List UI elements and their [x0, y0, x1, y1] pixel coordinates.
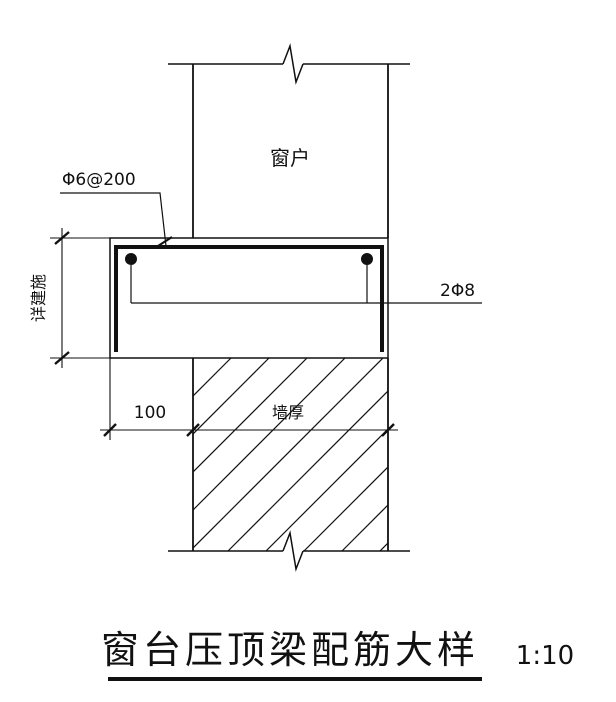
- window-opening: [168, 43, 410, 238]
- rebar-label: 2Φ8: [440, 281, 475, 301]
- height-dimension: [50, 228, 110, 368]
- hatch-line: [193, 358, 384, 549]
- hatch-line: [341, 504, 388, 551]
- hatch-line: [303, 466, 388, 551]
- drawing-title: 窗台压顶梁配筋大样: [101, 628, 479, 672]
- height-label: 详建施: [29, 274, 48, 322]
- rebar-right: [361, 253, 373, 265]
- hatch-line: [193, 358, 346, 511]
- beam-section: [109, 237, 389, 359]
- wall-thickness-label: 墙厚: [272, 403, 304, 422]
- width-dimension: [100, 358, 398, 440]
- hatch-line: [532, 358, 616, 551]
- stirrup-label: Φ6@200: [62, 170, 136, 190]
- hatch-line: [193, 358, 308, 473]
- window-label: 窗户: [270, 146, 310, 170]
- hatch-line: [193, 358, 194, 359]
- hatch-line: [227, 390, 388, 551]
- stirrup-leader: [60, 192, 173, 247]
- rebar-leader: [130, 265, 482, 304]
- hatch-line: [193, 358, 270, 435]
- title-underline: [108, 677, 482, 681]
- hatch-line: [456, 358, 616, 551]
- wall-section: [168, 358, 616, 572]
- rebar-left: [125, 253, 137, 265]
- hatch-line: [570, 358, 616, 551]
- offset-label: 100: [134, 403, 166, 423]
- hatch-line: [265, 428, 388, 551]
- hatch-line: [193, 358, 232, 397]
- hatch-line: [418, 358, 611, 551]
- scale-label: 1:10: [516, 641, 574, 671]
- hatch-line: [494, 358, 616, 551]
- hatch-line: [379, 542, 388, 551]
